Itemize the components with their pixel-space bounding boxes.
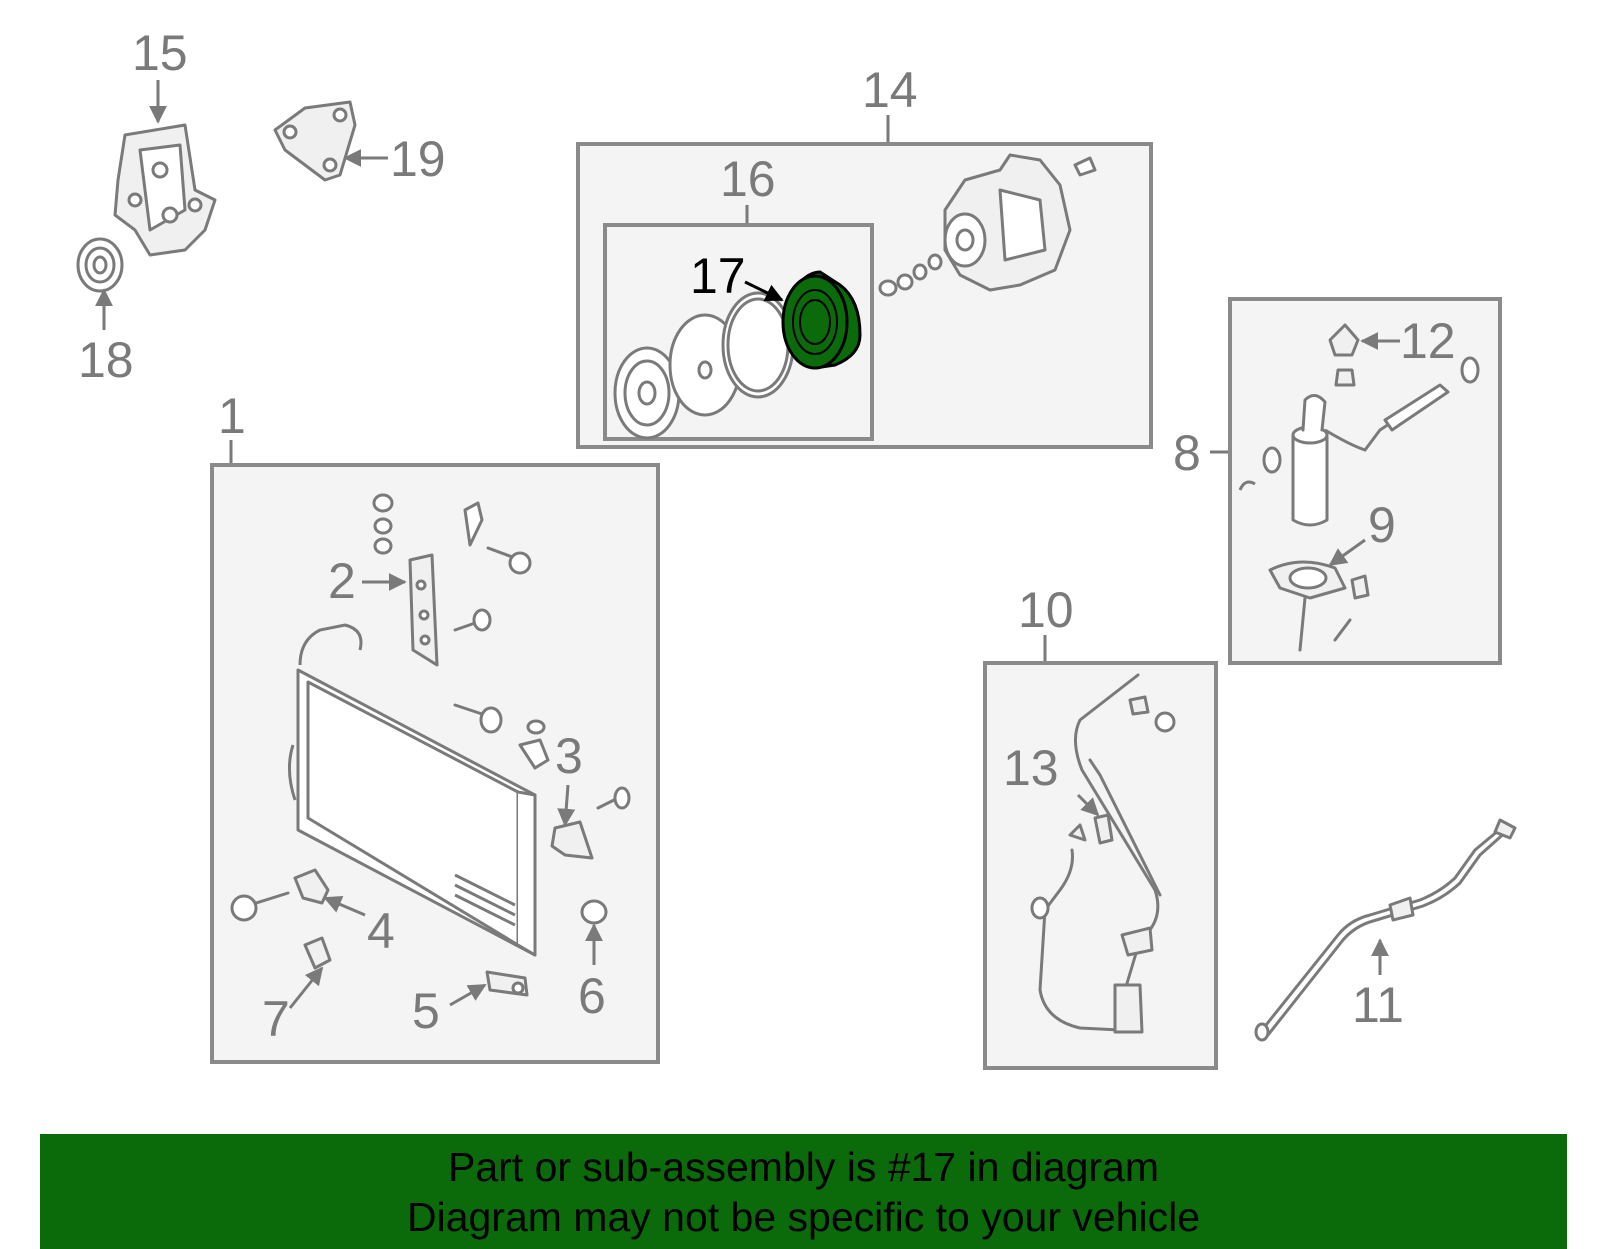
- callout-1: 1: [218, 388, 246, 444]
- banner-line-1: Part or sub-assembly is #17 in diagram: [448, 1143, 1159, 1190]
- drier-bracket-9[interactable]: [1268, 560, 1370, 652]
- callout-8: 8: [1173, 425, 1201, 481]
- callout-4: 4: [367, 903, 395, 959]
- banner-line-2: Diagram may not be specific to your vehi…: [406, 1193, 1200, 1240]
- receiver-drier-8[interactable]: [1238, 356, 1480, 527]
- snap-ring[interactable]: [721, 291, 795, 399]
- highlighted-part-17-clutch-coil[interactable]: [781, 270, 862, 370]
- callout-12: 12: [1400, 313, 1456, 369]
- callout-15: 15: [132, 25, 188, 81]
- compressor-14[interactable]: [943, 153, 1097, 292]
- callout-18: 18: [78, 332, 134, 388]
- condenser-1[interactable]: [288, 623, 537, 957]
- callout-13: 13: [1003, 740, 1059, 796]
- bolts-upper[interactable]: [453, 501, 550, 770]
- callout-7: 7: [262, 991, 290, 1047]
- bolt-right[interactable]: [596, 786, 631, 810]
- pulley-18[interactable]: [76, 237, 124, 293]
- compressor-bracket-15[interactable]: [113, 123, 217, 257]
- bolt-left[interactable]: [230, 891, 290, 922]
- bracket-19[interactable]: [273, 100, 357, 182]
- callout-2: 2: [328, 553, 356, 609]
- callout-10: 10: [1018, 582, 1074, 638]
- bracket-2[interactable]: [408, 553, 439, 667]
- callout-14: 14: [862, 62, 918, 118]
- callout-19: 19: [390, 131, 446, 187]
- callout-11: 11: [1352, 977, 1404, 1033]
- block-5[interactable]: [485, 970, 529, 997]
- pressure-switch-12[interactable]: [1328, 323, 1360, 387]
- callout-9: 9: [1368, 497, 1396, 553]
- callout-6: 6: [578, 968, 606, 1024]
- hose-10[interactable]: [1030, 673, 1176, 1034]
- receiver-drier-box: [1228, 297, 1502, 665]
- bracket-3[interactable]: [550, 820, 594, 860]
- seal-rings-14[interactable]: [878, 253, 943, 297]
- callout-5: 5: [412, 983, 440, 1039]
- callout-16: 16: [720, 151, 776, 207]
- info-banner: Part or sub-assembly is #17 in diagram D…: [40, 1134, 1567, 1249]
- hose-assembly-box: [983, 661, 1218, 1070]
- cap-6[interactable]: [580, 899, 608, 925]
- callout-3: 3: [555, 728, 583, 784]
- o-rings-upper[interactable]: [372, 493, 394, 555]
- callout-17: 17: [690, 248, 746, 304]
- liquid-line-11[interactable]: [1254, 818, 1517, 1042]
- clip-7[interactable]: [303, 936, 332, 970]
